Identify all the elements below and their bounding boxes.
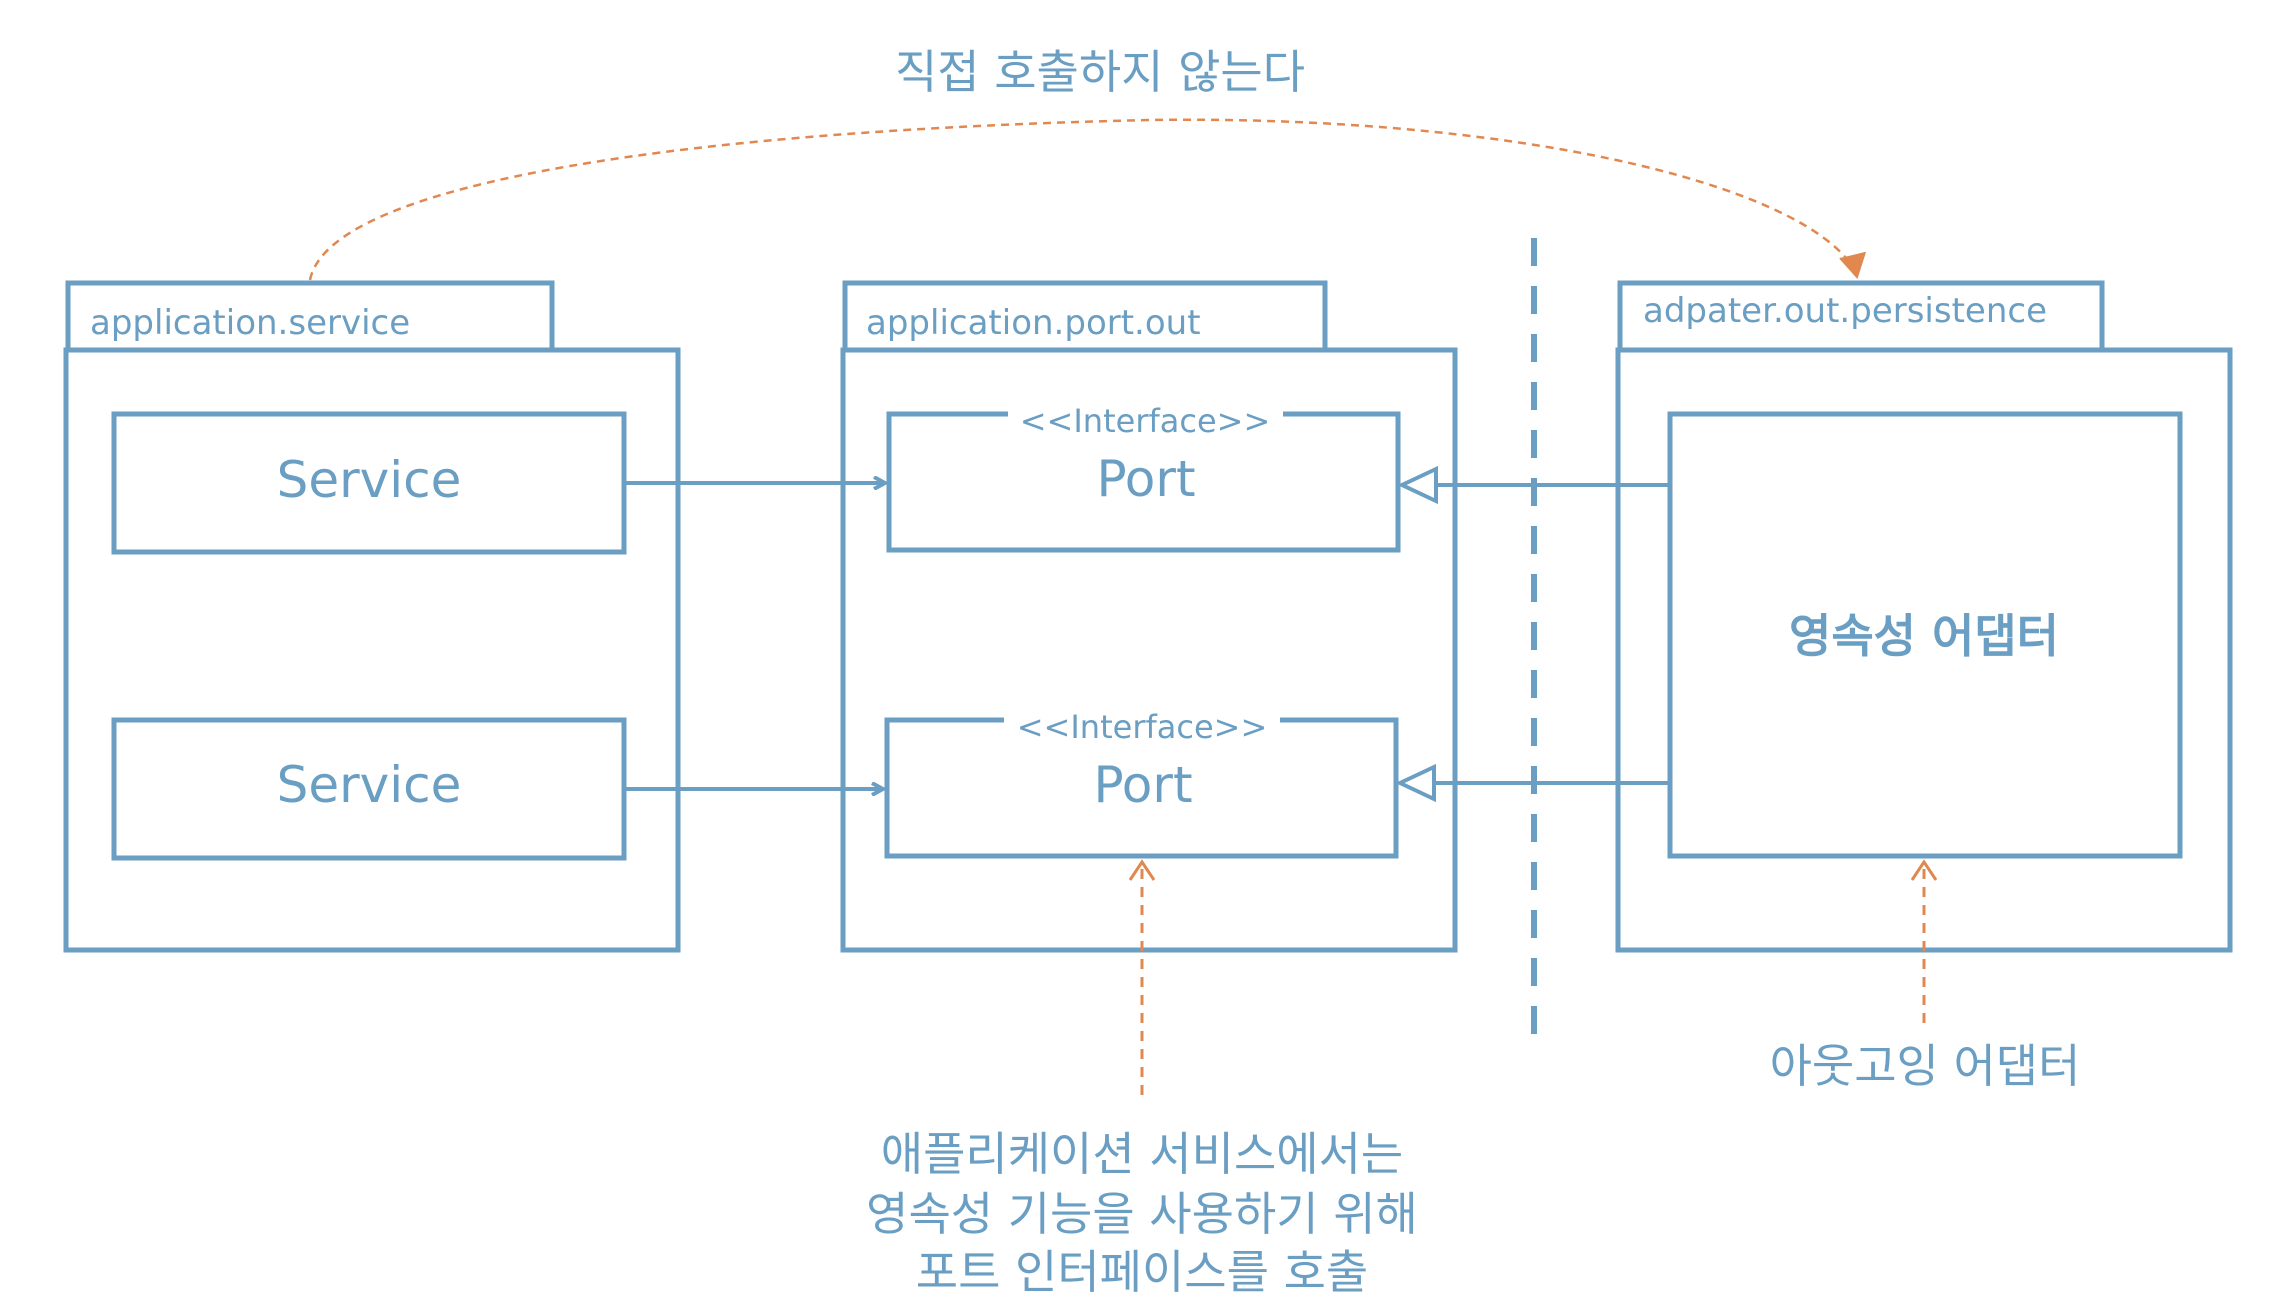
package-label: application.port.out [866,303,1201,343]
direct-call-arrowhead [1839,251,1866,279]
package-body [840,347,1458,953]
service-label: Service [277,756,462,814]
adapter-label: 영속성 어댑터 [1789,609,2059,663]
top-note: 직접 호출하지 않는다 [895,45,1305,99]
package-label: adpater.out.persistence [1643,291,2047,331]
package-application-port-out: application.port.out [840,280,1458,953]
bottom-note-line-3: 포트 인터페이스를 호출 [916,1245,1368,1299]
port-label: Port [1093,756,1192,814]
outgoing-adapter-note: 아웃고잉 어댑터 [1770,1039,2081,1093]
bottom-note-line-2: 영속성 기능을 사용하기 위해 [866,1187,1418,1241]
port-box-2: <<Interface>> Port [884,708,1399,859]
realization-arrowhead-2 [1395,763,1436,803]
service-box-1: Service [111,411,627,555]
bottom-note-line-1: 애플리케이션 서비스에서는 [881,1127,1403,1181]
direct-call-forbidden-arrow [308,118,1857,281]
adapter-note-arrowhead [1910,859,1938,881]
package-tab [842,280,1328,354]
port-stereotype: <<Interface>> [1017,708,1268,746]
persistence-adapter-box: 영속성 어댑터 [1667,411,2183,859]
port-stereotype: <<Interface>> [1020,402,1271,440]
service-label: Service [277,451,462,509]
port-label: Port [1096,450,1195,508]
package-label: application.service [90,303,410,343]
service-box-2: Service [111,717,627,861]
port-box-1: <<Interface>> Port [886,402,1401,553]
port-note-arrowhead [1128,859,1156,881]
realization-arrowhead-1 [1397,465,1438,505]
